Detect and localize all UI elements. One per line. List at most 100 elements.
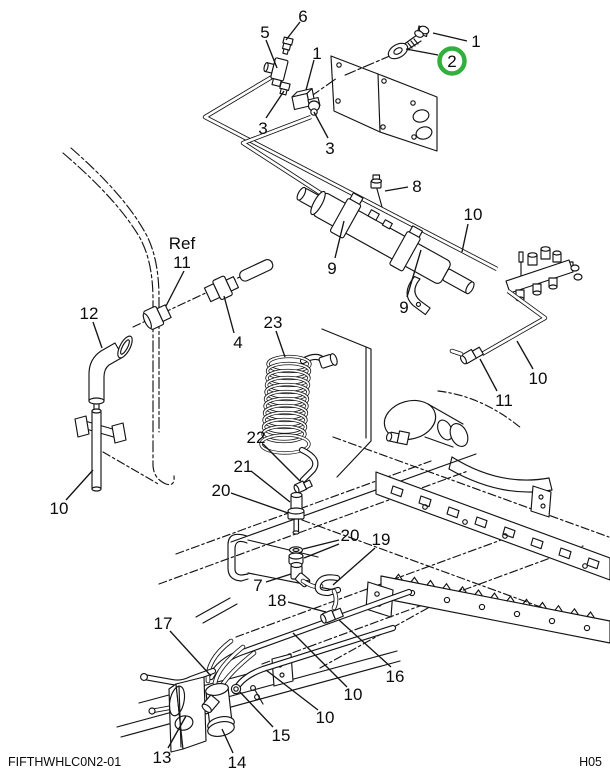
leader-line — [303, 543, 340, 559]
callout-ref: Ref — [169, 234, 196, 253]
fitting-stack — [287, 479, 342, 611]
callout-10: 10 — [50, 499, 69, 518]
leader-line — [338, 619, 392, 668]
tube-fitting-11 — [459, 346, 484, 365]
callout-16: 16 — [386, 667, 405, 686]
leader-line — [406, 249, 422, 298]
leader-line — [262, 443, 301, 482]
figure-code: FIFTHWHLC0N2-01 — [8, 755, 121, 769]
collar-20 — [287, 507, 305, 520]
leader-line — [265, 573, 292, 583]
callout-8: 8 — [412, 177, 421, 196]
bracket-13 — [168, 676, 207, 753]
callout-9: 9 — [399, 298, 408, 317]
leader-line — [265, 669, 319, 711]
callout-10: 10 — [529, 369, 548, 388]
callout-3: 3 — [258, 119, 267, 138]
leader-line — [285, 21, 301, 41]
leader-line — [405, 48, 439, 56]
callout-3: 3 — [325, 139, 334, 158]
hose-17a — [206, 639, 233, 683]
callout-10: 10 — [344, 685, 363, 704]
page-code: H05 — [579, 755, 602, 769]
elbow-fitting-3b — [307, 96, 321, 116]
leader-line — [302, 539, 340, 550]
fitting-3a — [279, 81, 291, 96]
callout-14: 14 — [228, 753, 247, 772]
air-cylinder-assembly — [296, 174, 475, 316]
clamp-and-tube-10 — [74, 408, 127, 492]
fitting-cluster-top — [263, 36, 338, 116]
valve-assembly — [140, 638, 257, 753]
callout-18: 18 — [268, 591, 287, 610]
leader-line — [167, 715, 187, 749]
leader-line — [165, 270, 185, 307]
leader-line — [461, 223, 469, 253]
callout-23: 23 — [264, 313, 283, 332]
manifold-valve-cluster — [505, 246, 583, 302]
coiled-hose-23 — [259, 353, 338, 484]
fitting-22 — [293, 479, 313, 494]
leader-line — [384, 186, 409, 192]
callout-1: 1 — [312, 44, 321, 63]
valve-14 — [201, 683, 235, 737]
leader-line — [223, 295, 235, 334]
fitting-6 — [281, 36, 294, 55]
compression-fitting-18-16 — [320, 607, 344, 624]
leader-line — [334, 220, 345, 259]
callout-6: 6 — [298, 7, 307, 26]
callout-13: 13 — [153, 748, 172, 767]
leader-line — [265, 39, 278, 69]
deck-rails — [365, 471, 610, 644]
washer-nut-20 — [288, 546, 304, 565]
leader-line — [250, 470, 291, 503]
leader-line — [313, 111, 329, 139]
leader-line — [92, 321, 103, 349]
callout-1: 1 — [471, 32, 480, 51]
callout-20: 20 — [341, 526, 360, 545]
elbow-12 — [88, 335, 133, 412]
hose-17b — [213, 645, 245, 685]
cab-outline — [62, 147, 175, 486]
air-tube-upper — [202, 75, 499, 271]
leader-line — [292, 632, 348, 688]
hose-end — [239, 259, 274, 282]
callout-11: 11 — [173, 253, 191, 272]
callout-12: 12 — [80, 304, 99, 323]
support-panel — [321, 328, 372, 478]
washer-2 — [387, 42, 409, 60]
chamber-duct — [383, 390, 553, 493]
callout-15: 15 — [272, 726, 291, 745]
leader-line — [265, 90, 285, 119]
leader-line — [169, 630, 212, 677]
bracket-plate — [330, 55, 438, 152]
leader-line — [65, 469, 94, 501]
callout-10: 10 — [316, 708, 335, 727]
callout-2: 2 — [447, 52, 456, 71]
callout-5: 5 — [260, 23, 269, 42]
port-15 — [230, 683, 242, 695]
callout-7: 7 — [253, 576, 262, 595]
callout-17: 17 — [154, 614, 173, 633]
callout-22: 22 — [247, 428, 266, 447]
callout-21: 21 — [234, 457, 253, 476]
leader-line — [479, 358, 498, 392]
leader-line — [305, 59, 315, 91]
coil-end-fitting — [318, 353, 338, 369]
drain-elbow-assembly — [74, 335, 133, 492]
hose-hook-19 — [315, 575, 340, 595]
leader-line — [332, 547, 376, 586]
chamber-fitting — [385, 430, 410, 446]
leader-line — [230, 492, 289, 514]
callout-20: 20 — [212, 481, 231, 500]
callout-9: 9 — [327, 259, 336, 278]
leader-line — [275, 330, 286, 358]
fitting-ref-11 — [142, 304, 172, 330]
hose-fitting-ref11-4 — [132, 259, 274, 330]
fitting-4 — [203, 275, 240, 303]
callout-4: 4 — [233, 333, 242, 352]
leader-line — [516, 340, 534, 370]
callout-19: 19 — [372, 530, 391, 549]
